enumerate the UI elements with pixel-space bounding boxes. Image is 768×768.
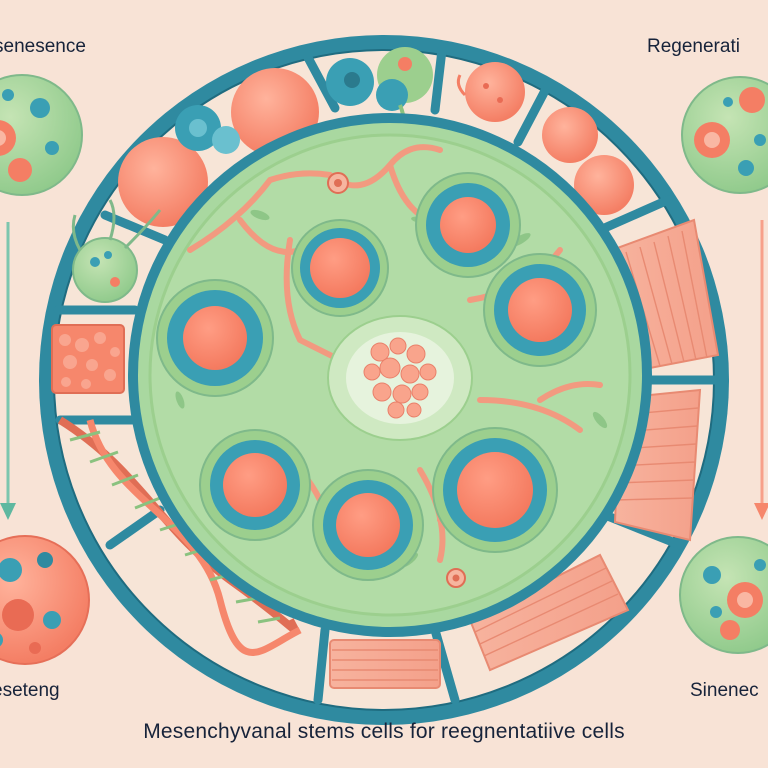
round-cell-icon xyxy=(456,62,634,215)
central-cluster xyxy=(327,315,473,441)
diagram-caption: Mesenchyvanal stems cells for reegnentat… xyxy=(143,720,625,743)
left-arrow xyxy=(0,222,16,520)
stem-cell-nucleus xyxy=(156,279,274,397)
round-cell-icon xyxy=(0,74,83,196)
neuron-icon xyxy=(71,199,162,303)
compartment-dividers xyxy=(53,45,720,705)
round-cell-icon xyxy=(0,535,90,665)
round-cell-icon xyxy=(326,47,433,142)
label-bottom-left: eseteng xyxy=(0,680,60,701)
label-bottom-right: Sinenec xyxy=(690,680,759,701)
stem-cell-nucleus xyxy=(415,172,521,278)
stem-cell-nucleus xyxy=(432,427,558,553)
tissue-block xyxy=(51,324,125,394)
round-cell-icon xyxy=(679,536,768,654)
stem-cell-nucleus xyxy=(312,469,424,581)
stem-cell-nucleus xyxy=(291,219,389,317)
round-cell-icon xyxy=(681,76,768,194)
stem-cell-nucleus xyxy=(199,429,311,541)
label-top-left: senesence xyxy=(0,36,86,57)
right-arrow xyxy=(754,220,768,520)
fiber-node xyxy=(327,172,466,588)
stem-cell-nucleus xyxy=(483,253,597,367)
label-top-right: Regenerati xyxy=(647,36,740,57)
